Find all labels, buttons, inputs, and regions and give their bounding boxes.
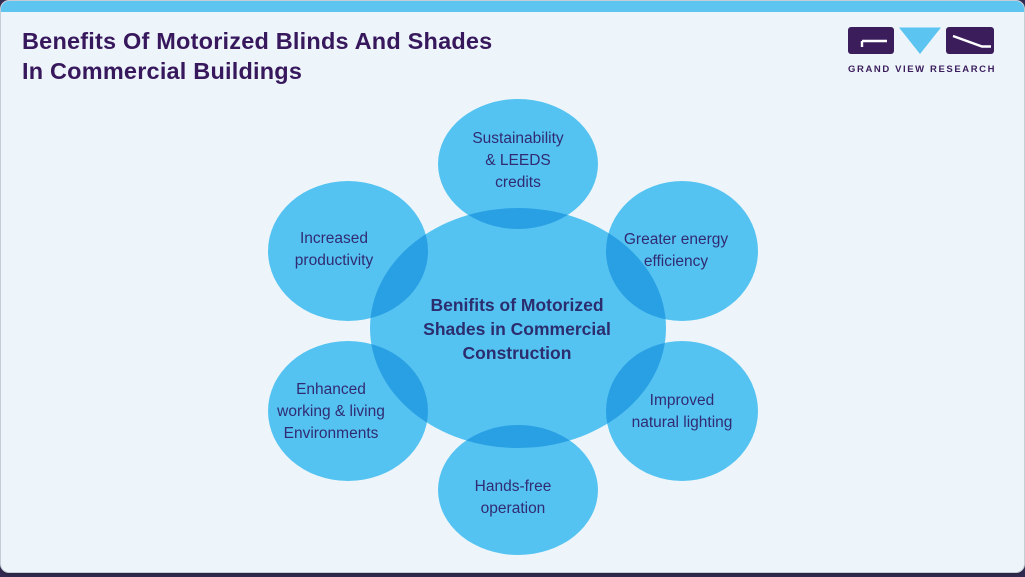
node-label-increased-productivity: Increased productivity xyxy=(294,230,374,269)
top-accent-bar xyxy=(1,1,1024,12)
node-label-enhanced-environments: Enhanced working & living Environments xyxy=(277,381,385,442)
bubble-hands-free xyxy=(438,425,598,555)
node-label-greater-energy-efficiency: Greater energy efficiency xyxy=(623,231,729,270)
page-title: Benefits Of Motorized Blinds And Shades … xyxy=(22,28,493,84)
bubble-center xyxy=(370,208,666,448)
center-node-label: Benifits of Motorized Shades in Commerci… xyxy=(423,294,611,364)
node-label-hands-free-operation: Hands-free operation xyxy=(474,478,552,517)
node-label-sustainability-leeds-credits: Sustainability & LEEDS credits xyxy=(472,130,564,191)
node-label-improved-natural-lighting: Improved natural lighting xyxy=(631,392,733,431)
gvr-logo-icon xyxy=(848,27,994,54)
grand-view-research-logo: GRAND VIEW RESEARCH xyxy=(848,27,996,75)
bubble-sustainability xyxy=(438,99,598,229)
logo-text: GRAND VIEW RESEARCH xyxy=(848,64,997,75)
